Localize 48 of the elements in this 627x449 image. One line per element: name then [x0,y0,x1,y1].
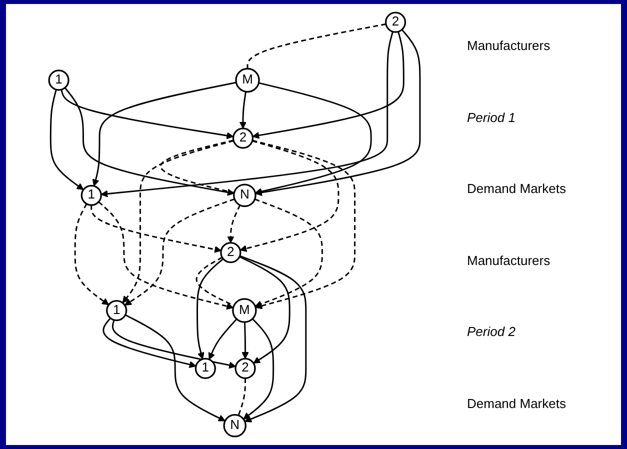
arrow [243,318,274,420]
node-circle: M [232,298,257,323]
arrow [90,205,222,253]
node-circle: M [235,68,260,93]
node-circle: N [233,184,256,207]
period-label: Period 2 [467,324,516,340]
arrow [252,140,356,310]
arrow [64,87,234,196]
arrow [196,258,224,360]
node-circle: 2 [232,128,254,149]
arrow [124,314,226,422]
node-circle: N [223,414,246,438]
arrow [74,204,110,306]
arrow [227,204,241,244]
arrow [100,31,394,198]
arrow [240,255,307,422]
arrow [254,82,372,195]
arrow [252,31,404,139]
arrow [239,92,247,129]
arrow [60,89,234,140]
node-circle: 2 [220,242,242,264]
connector [160,140,234,194]
node-circle: 1 [106,300,128,322]
node-circle: 1 [80,184,102,206]
node-circle: 1 [48,70,70,91]
arrow [102,318,196,368]
arrow [122,140,234,304]
row-label: Demand Markets [467,396,567,411]
node-circle: 1 [194,358,216,379]
arrow [124,198,235,306]
row-label: Manufacturers [467,38,552,54]
arrow [98,201,234,310]
arrow [255,29,421,196]
connector [238,378,246,416]
connector [246,23,386,69]
arrow [240,140,340,252]
arrow [254,198,323,308]
node-circle: 2 [384,12,406,33]
node-circle: 2 [234,358,256,379]
period-label: Period 1 [467,110,516,125]
row-label: Demand Markets [467,181,567,196]
arrow [112,320,236,369]
arrow [50,89,84,190]
arrow [242,322,249,360]
arrow [239,256,290,364]
arrow [92,82,236,186]
arrow [208,318,238,360]
row-label: Manufacturers [467,252,552,268]
